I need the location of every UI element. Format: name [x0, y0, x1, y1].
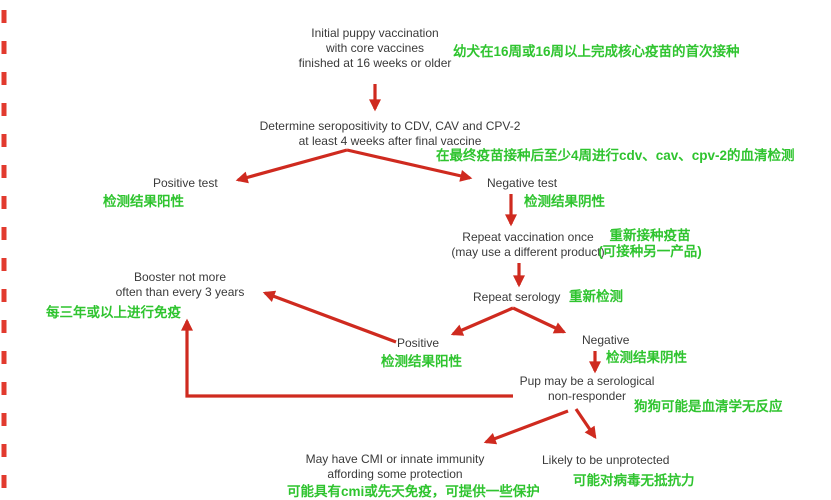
node-repeat-vaccination: Repeat vaccination once (may use a diffe… [428, 230, 628, 260]
arrow-nonresponder-to-cmi [483, 409, 569, 445]
node-positive-test: Positive test [153, 176, 218, 190]
node-initial-vaccination: Initial puppy vaccination with core vacc… [275, 26, 475, 71]
node-line: Determine seropositivity to CDV, CAV and… [259, 119, 521, 133]
node-line: at least 4 weeks after final vaccine [298, 134, 482, 148]
zh-cmi-immunity: 可能具有cmi或先天免疫，可提供一些保护 [287, 484, 540, 499]
node-line: Booster not more [133, 270, 227, 284]
node-line: (may use a different product) [451, 245, 605, 259]
node-line: Repeat vaccination once [462, 230, 594, 244]
node-booster: Booster not more often than every 3 year… [80, 270, 280, 300]
zh-negative-result: 检测结果阴性 [606, 350, 687, 365]
arrow-determine-to-negative-test [346, 148, 473, 182]
node-line: Pup may be a serological [519, 374, 655, 388]
node-repeat-serology: Repeat serology [473, 290, 561, 304]
zh-repeat-vaccination: 重新接种疫苗 (可接种另一产品) [596, 228, 704, 260]
zh-positive-result: 检测结果阳性 [381, 354, 462, 369]
node-line: Initial puppy vaccination [311, 26, 439, 40]
zh-line: (可接种另一产品) [598, 244, 702, 259]
node-line: with core vaccines [325, 41, 425, 55]
arrow-serology-to-negative [512, 306, 567, 334]
zh-positive-test: 检测结果阳性 [103, 194, 184, 209]
node-line: May have CMI or innate immunity [305, 452, 485, 466]
arrow-determine-to-positive-test [235, 148, 348, 184]
arrow-positive-to-booster [262, 290, 397, 344]
node-line: affording some protection [327, 467, 463, 481]
node-determine-seropositivity: Determine seropositivity to CDV, CAV and… [235, 119, 545, 149]
node-unprotected: Likely to be unprotected [542, 453, 670, 467]
connector-nonresponder-to-booster [181, 318, 513, 398]
node-positive-result: Positive [397, 336, 440, 350]
node-negative-test: Negative test [487, 176, 558, 190]
node-line: often than every 3 years [115, 285, 245, 299]
node-non-responder: Pup may be a serological non-responder [487, 374, 687, 404]
node-negative-result: Negative [582, 333, 630, 347]
node-cmi-immunity: May have CMI or innate immunity affordin… [295, 452, 495, 482]
zh-determine-seropositivity: 在最终疫苗接种后至少4周进行cdv、cav、cpv-2的血清检测 [436, 148, 795, 163]
zh-unprotected: 可能对病毒无抵抗力 [573, 473, 695, 488]
zh-initial-vaccination: 幼犬在16周或16周以上完成核心疫苗的首次接种 [453, 44, 740, 59]
arrow-serology-to-positive [450, 306, 514, 336]
node-line: non-responder [547, 389, 627, 403]
zh-repeat-serology: 重新检测 [569, 289, 623, 304]
zh-negative-test: 检测结果阴性 [524, 194, 605, 209]
node-line: finished at 16 weeks or older [298, 56, 452, 70]
zh-non-responder: 狗狗可能是血清学无反应 [634, 399, 783, 414]
zh-line: 重新接种疫苗 [609, 228, 691, 243]
arrow-nonresponder-to-unprotected [574, 408, 597, 439]
zh-booster: 每三年或以上进行免疫 [46, 305, 181, 320]
